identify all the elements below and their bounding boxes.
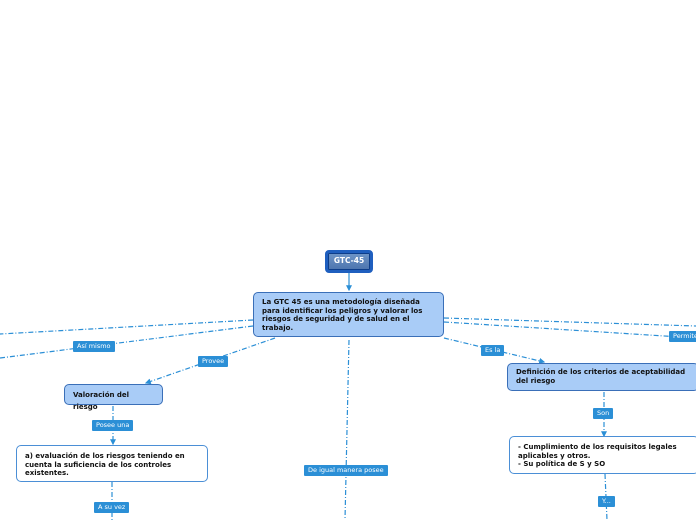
- cumplimiento-node[interactable]: - Cumplimiento de los requisitos legales…: [509, 436, 696, 474]
- valoracion-node[interactable]: Valoración del riesgo: [64, 384, 163, 411]
- label-permite[interactable]: Permite: [669, 331, 696, 342]
- label-son[interactable]: Son: [593, 408, 614, 419]
- label-posee-una[interactable]: Posee una: [92, 420, 134, 431]
- label-es-la[interactable]: Es la: [481, 345, 505, 356]
- evaluacion-node[interactable]: a) evaluación de los riesgos teniendo en…: [16, 445, 208, 482]
- label-a-su-vez[interactable]: A su vez: [94, 502, 130, 513]
- label-de-igual-manera[interactable]: De igual manera posee: [304, 465, 388, 476]
- label-y[interactable]: Y...: [598, 496, 615, 507]
- root-node[interactable]: GTC-45: [325, 250, 373, 273]
- definicion-node[interactable]: Definición de los criterios de aceptabil…: [507, 363, 696, 391]
- label-asi-mismo[interactable]: Así mismo: [73, 341, 115, 352]
- cumplimiento-line-1: - Cumplimiento de los requisitos legales…: [518, 443, 677, 460]
- cumplimiento-line-2: - Su política de S y SO: [518, 460, 606, 469]
- main-topic-node[interactable]: La GTC 45 es una metodología diseñada pa…: [253, 292, 444, 337]
- label-provee[interactable]: Provee: [198, 356, 229, 367]
